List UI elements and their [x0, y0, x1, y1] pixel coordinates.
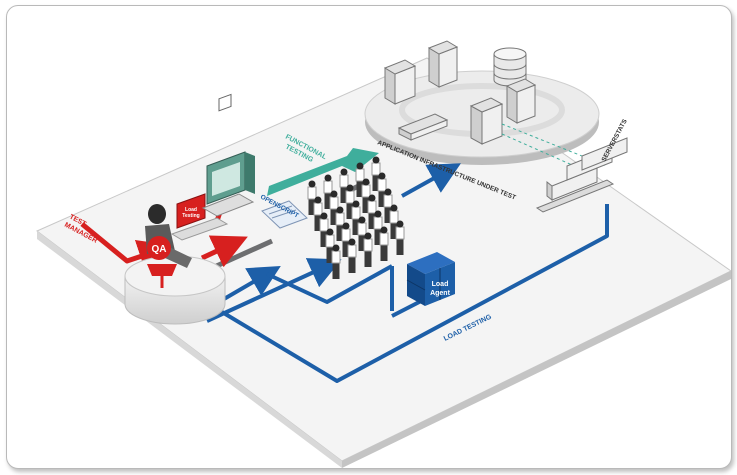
head-icon [148, 204, 166, 224]
openscript-scroll [261, 200, 308, 229]
person-icon [339, 168, 349, 203]
qa-workstation: Load Testing [170, 193, 229, 241]
rack-server-icon [397, 113, 449, 141]
server-tower-icon [383, 59, 417, 105]
person-icon [377, 172, 387, 207]
person-icon [363, 232, 373, 267]
server-tower-icon [469, 97, 504, 145]
person-icon [325, 228, 335, 263]
person-icon [371, 156, 381, 191]
server-tower-icon [505, 78, 537, 124]
person-icon [347, 238, 357, 273]
load-testing-loop [206, 163, 609, 383]
person-icon [335, 206, 345, 241]
diagram-frame: QA Load Testing Load Agent TEST MANAGER [6, 5, 732, 469]
functional-workstation [201, 93, 255, 217]
person-icon [357, 216, 367, 251]
person-icon [341, 222, 351, 257]
load-agent-label-1: Load [432, 281, 449, 288]
server-cluster [383, 40, 537, 145]
virtual-users-crowd [307, 156, 405, 279]
functional-testing-arrow [267, 148, 379, 196]
person-icon [383, 188, 393, 223]
chair-icon [147, 264, 177, 276]
qa-badge [147, 236, 171, 260]
diagram-canvas: QA Load Testing Load Agent TEST MANAGER [36, 40, 731, 468]
load-agent: Load Agent [406, 252, 455, 306]
person-icon [323, 174, 333, 209]
load-agent-label-2: Agent [430, 290, 451, 297]
person-icon [307, 180, 317, 215]
person-icon [373, 210, 383, 245]
person-icon [361, 178, 371, 213]
person-icon [367, 194, 377, 229]
person-icon [345, 184, 355, 219]
person-icon [319, 212, 329, 247]
qa-label: QA [152, 244, 167, 255]
server-tower-icon [427, 40, 459, 88]
person-icon [395, 220, 405, 255]
connection-dashed [501, 123, 608, 167]
serverstats-servers [535, 137, 628, 213]
person-icon [351, 200, 361, 235]
person-icon [329, 190, 339, 225]
monitor-text-1: Load [185, 207, 197, 213]
person-icon [331, 244, 341, 279]
person-icon [313, 196, 323, 231]
qa-tester: QA [145, 204, 192, 288]
person-icon [379, 226, 389, 261]
document-icon [218, 93, 232, 112]
database-icon [493, 47, 527, 87]
person-icon [389, 204, 399, 239]
monitor-text-2: Testing [182, 213, 199, 219]
person-icon [355, 162, 365, 197]
